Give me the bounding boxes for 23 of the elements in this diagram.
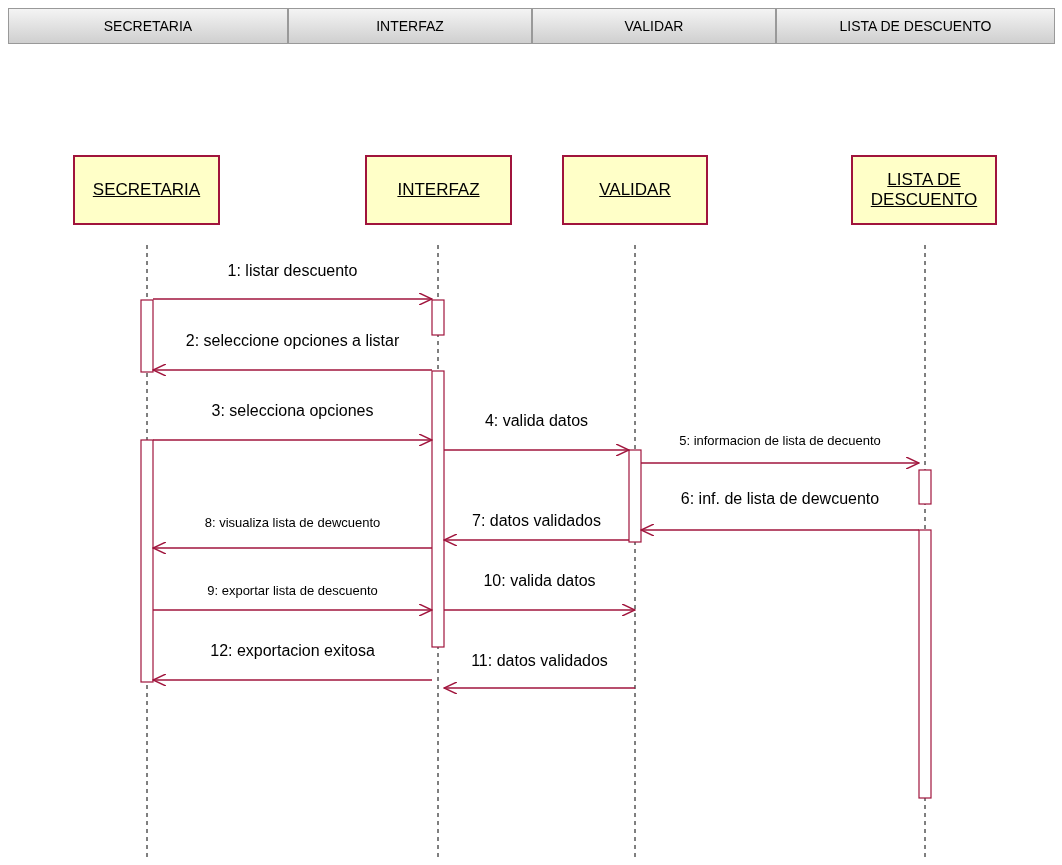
- message-arrow: [152, 363, 433, 377]
- message-arrow: [443, 681, 636, 695]
- edge-label: 3: selecciona opciones: [211, 402, 374, 420]
- message-arrow: [152, 292, 433, 306]
- column-header: SECRETARIA: [8, 8, 288, 44]
- message-arrow: [640, 456, 920, 470]
- message-arrow: [443, 603, 636, 617]
- edge-label: 2: seleccione opciones a listar: [185, 332, 400, 350]
- message-arrow: [152, 603, 433, 617]
- message-arrow: [443, 533, 630, 547]
- column-header: INTERFAZ: [288, 8, 532, 44]
- message-arrow: [152, 541, 433, 555]
- message-arrow: [152, 673, 433, 687]
- participant-box: VALIDAR: [562, 155, 708, 225]
- participant-box: LISTA DE DESCUENTO: [851, 155, 997, 225]
- message-arrow: [443, 443, 630, 457]
- message-arrow: [640, 523, 920, 537]
- column-header: VALIDAR: [532, 8, 776, 44]
- column-header: LISTA DE DESCUENTO: [776, 8, 1055, 44]
- participant-box: SECRETARIA: [73, 155, 220, 225]
- edge-label: 12: exportacion exitosa: [210, 642, 375, 660]
- participant-box: INTERFAZ: [365, 155, 512, 225]
- message-arrow: [152, 433, 433, 447]
